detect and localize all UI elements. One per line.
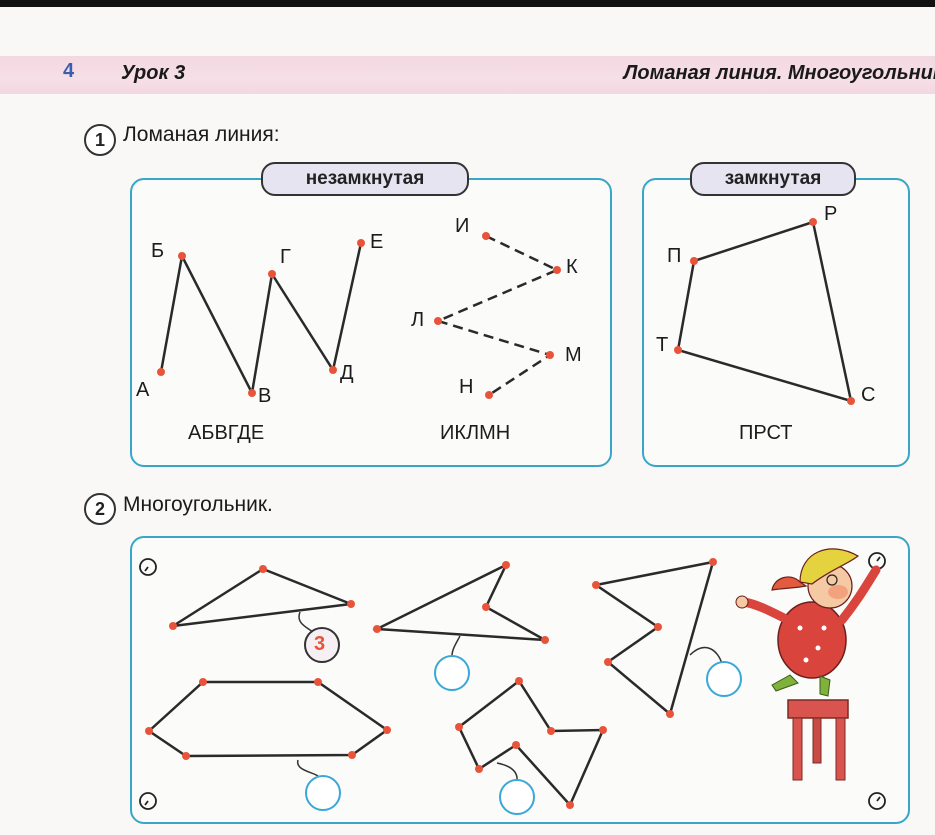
task-1-number: 1 [84,124,116,156]
lesson-title: Урок 3 [121,62,186,84]
connector-quadrilateral [451,635,461,657]
label-point-l: Л [411,309,425,331]
hexagon-polygon [146,680,390,758]
label-point-s: С [861,384,876,406]
task-1-title: Ломаная линия: [123,123,280,146]
topic-title: Ломаная линия. Многоугольник [623,62,935,84]
label-point-b: Б [151,240,165,262]
label-point-t: Т [656,334,669,356]
open-polyline-panel [130,178,612,467]
page-number: 4 [63,60,75,82]
connector-octagon [496,762,518,782]
open-polyline-label: незамкнутая [261,162,469,196]
polyline-abvgde [159,242,363,397]
label-point-i: И [455,215,470,237]
triangle-polygon [172,567,352,628]
example-answer: 3 [314,633,326,655]
task-2-number-text: 2 [94,499,105,519]
answer-circle-octagon[interactable] [499,779,535,815]
label-point-d: Д [340,362,354,384]
connector-pentagon [689,646,723,665]
label-point-r: Р [824,203,838,225]
answer-circle-pentagon[interactable] [706,661,742,697]
label-point-k: К [566,256,578,278]
closed-polyline-label: замкнутая [690,162,856,196]
octagon-polygon [457,679,605,808]
label-point-g: Г [280,246,291,268]
connector-hexagon [297,759,319,777]
header-band [0,56,935,94]
top-border [0,0,935,7]
answer-circle-quadrilateral[interactable] [434,655,470,691]
polyline-iklmn [434,234,561,397]
pentagon-polygon [592,560,715,717]
task-2-number: 2 [84,493,116,525]
task-1-number-text: 1 [94,130,105,150]
label-point-v: В [258,385,272,407]
caption-prst: ПРСТ [739,422,793,444]
label-point-a: А [136,379,150,401]
polygon-prst [676,220,853,403]
quadrilateral-polygon [372,562,546,642]
task-2-title: Многоугольник. [123,493,273,516]
closed-polyline-panel [642,178,910,467]
label-point-n: Н [459,376,474,398]
label-point-e: Е [370,231,384,253]
answer-circle-hexagon[interactable] [305,775,341,811]
label-point-m: М [565,344,582,366]
corner-spiral-icon [139,552,886,810]
gnome-mascot-illustration [735,548,881,781]
caption-abvgde: АБВГДЕ [188,422,265,444]
answer-circle-triangle[interactable] [304,627,340,663]
vertex-points [145,218,855,809]
label-point-p: П [667,245,682,267]
caption-iklmn: ИКЛМН [440,422,511,444]
